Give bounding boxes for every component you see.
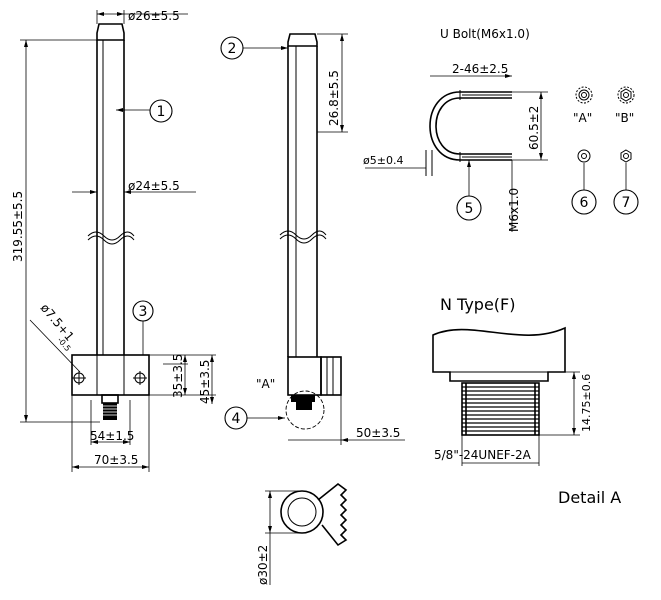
detail-a-label: Detail A	[558, 488, 621, 507]
u-bolt-view: U Bolt(M6x1.0) ø5±0.4 2-46±2.5 60.5±2 M6…	[363, 27, 548, 232]
dim-height-35: 35±3.5	[171, 354, 185, 398]
balloon-1: 1	[116, 99, 173, 123]
balloon-4: 4	[224, 406, 285, 430]
balloon-3: 3	[132, 300, 154, 355]
dim-clamp-diameter: ø30±2	[256, 545, 270, 585]
balloon-6: 6	[580, 195, 589, 211]
svg-text:4: 4	[232, 411, 241, 427]
dim-rod-diameter: ø5±0.4	[363, 154, 403, 167]
n-type-detail: N Type(F) 14.75±0.6 5/8"-24UNEF-2A Detai…	[432, 295, 621, 507]
balloon-5: 5	[456, 160, 482, 221]
clamp-bottom-view: ø30±2	[256, 482, 348, 585]
dim-ubolt-spacing: 2-46±2.5	[452, 62, 508, 76]
dim-cap-height: 26.8±5.5	[327, 70, 341, 126]
balloon-7: 7	[622, 195, 631, 211]
dim-n-height: 14.75±0.6	[580, 374, 593, 432]
side-view-dimensions: 26.8±5.5 50±3.5 "A"	[256, 33, 405, 445]
balloon-2: 2	[220, 36, 288, 60]
dim-top-diameter: ø26±5.5	[128, 9, 180, 23]
svg-text:5: 5	[465, 201, 474, 217]
svg-text:"B": "B"	[615, 111, 634, 125]
antenna-front-view	[71, 23, 150, 420]
dim-depth-50: 50±3.5	[356, 426, 400, 440]
n-type-title: N Type(F)	[440, 295, 516, 314]
u-bolt-title: U Bolt(M6x1.0)	[440, 27, 530, 41]
view-a-label: "A"	[256, 377, 275, 391]
dim-ubolt-height: 60.5±2	[527, 106, 541, 150]
nut-7: 7	[613, 149, 639, 215]
svg-text:2: 2	[228, 41, 237, 57]
washer-b: "B"	[615, 86, 635, 125]
dim-width-70: 70±3.5	[94, 453, 138, 467]
svg-text:1: 1	[157, 104, 166, 120]
svg-text:3: 3	[139, 304, 148, 320]
washer-a: "A"	[573, 86, 593, 125]
antenna-side-view	[279, 33, 342, 430]
dim-ubolt-thread: M6x1.0	[507, 188, 521, 232]
dim-hole-diameter: ø7.5+1	[38, 301, 77, 344]
dim-width-54: 54±1.5	[90, 429, 134, 443]
svg-text:"A": "A"	[573, 111, 592, 125]
washer-6: 6	[571, 149, 597, 215]
dim-n-thread: 5/8"-24UNEF-2A	[434, 448, 532, 462]
dim-height-45: 45±3.5	[198, 360, 212, 404]
dim-mid-diameter: ø24±5.5	[128, 179, 180, 193]
dim-overall-height: 319.55±5.5	[11, 191, 25, 262]
